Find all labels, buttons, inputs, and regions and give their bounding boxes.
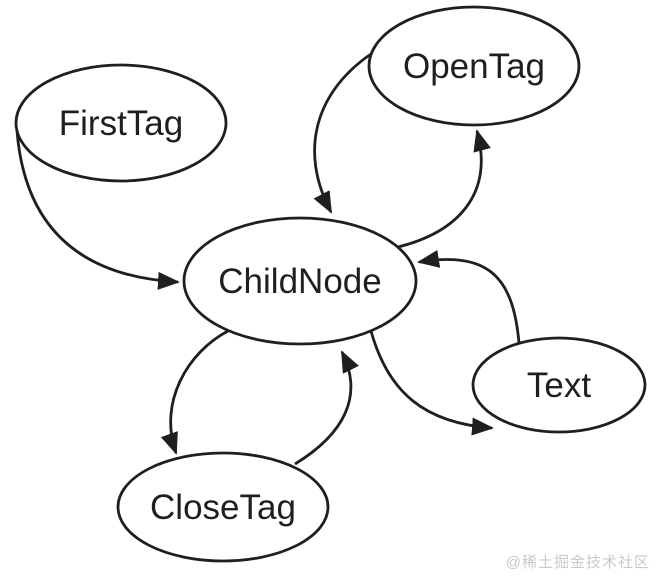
node-opentag: OpenTag [367, 5, 581, 127]
edge-closetag-to-childnode [294, 350, 359, 466]
edges [15, 50, 521, 466]
edge-childnode-to-closetag [160, 329, 229, 455]
node-opentag-label: OpenTag [403, 47, 545, 86]
node-firsttag: FirstTag [14, 63, 228, 183]
node-closetag-ellipse [116, 451, 330, 563]
node-closetag-label: CloseTag [150, 488, 296, 527]
edge-childnode-to-text [369, 330, 494, 436]
watermark-text: @稀土掘金技术社区 [505, 554, 650, 571]
edge-opentag-to-childnode [313, 50, 375, 214]
edge-text-to-childnode [417, 249, 521, 344]
node-text-label: Text [527, 366, 591, 405]
node-firsttag-label: FirstTag [59, 104, 183, 143]
edge-childnode-to-opentag [397, 129, 491, 249]
edge-firsttag-to-childnode [15, 130, 180, 290]
node-closetag: CloseTag [116, 451, 330, 563]
node-opentag-ellipse [367, 5, 581, 127]
node-text: Text [471, 336, 647, 434]
node-childnode-label: ChildNode [218, 262, 381, 301]
node-text-ellipse [471, 336, 647, 434]
node-childnode: ChildNode [182, 216, 418, 346]
node-firsttag-ellipse [14, 63, 228, 183]
node-childnode-ellipse [182, 216, 418, 346]
